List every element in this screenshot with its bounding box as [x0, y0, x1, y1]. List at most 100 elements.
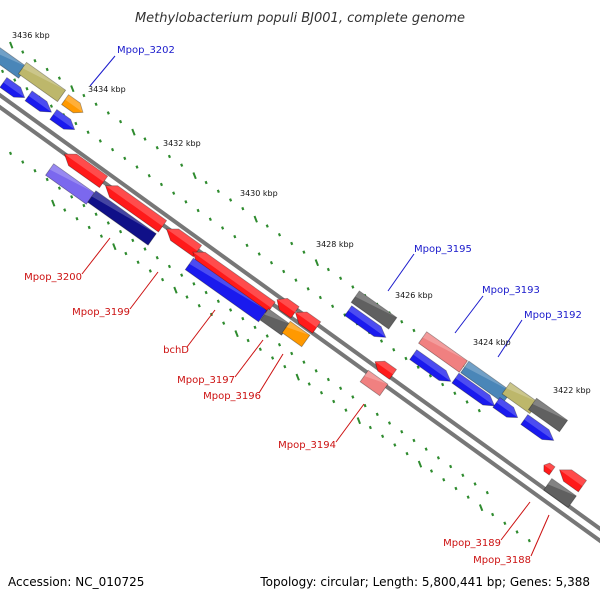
tick-dash — [387, 421, 392, 425]
tick-dash — [180, 273, 184, 277]
tick-dash — [229, 198, 233, 202]
feature-purple — [45, 163, 95, 205]
feature-orange — [281, 320, 311, 348]
tick-label: 3436 kbp — [12, 31, 50, 40]
tick-dash — [70, 195, 74, 199]
tick-dash — [253, 215, 258, 223]
feature-red — [276, 297, 300, 319]
gene-label: Mpop_3189 — [443, 538, 501, 549]
tick-dash — [245, 243, 249, 248]
tick-dash — [192, 172, 197, 180]
tick-dash — [491, 512, 495, 517]
feature-navy — [87, 190, 157, 246]
tick-dash — [412, 438, 416, 443]
tick-dash — [0, 69, 5, 74]
tick-dash — [343, 313, 347, 317]
tick-label: 3430 kbp — [240, 189, 278, 198]
tick-dash — [306, 287, 310, 291]
tick-dash — [269, 261, 274, 265]
tick-dash — [51, 199, 56, 207]
tick-dash — [453, 391, 457, 395]
tick-dash — [258, 347, 262, 351]
tick-dash — [331, 304, 335, 308]
leader-line — [81, 237, 111, 275]
tick-dash — [33, 59, 37, 63]
tick-dash — [282, 269, 286, 274]
tick-dash — [118, 119, 123, 124]
tick-label: 3432 kbp — [163, 139, 201, 148]
tick-dash — [417, 460, 423, 468]
tick-label: 3428 kbp — [316, 240, 354, 249]
tick-dash — [283, 364, 287, 369]
leader-line — [186, 309, 216, 348]
tick-dash — [70, 85, 75, 93]
tick-dash — [318, 295, 322, 300]
tick-dash — [400, 320, 404, 324]
tick-dash — [123, 156, 127, 161]
feature-blue — [184, 257, 268, 323]
feature-gray — [527, 397, 569, 433]
tick-dash — [135, 165, 139, 169]
tick-dash — [82, 93, 86, 98]
tick-dash — [9, 41, 14, 49]
tick-dash — [87, 225, 91, 230]
tick-dash — [351, 285, 355, 289]
tick-dash — [94, 102, 98, 106]
tick-dash — [45, 67, 49, 72]
feature-blue — [451, 372, 496, 407]
tick-dash — [94, 212, 98, 216]
gene-label: Mpop_3193 — [482, 285, 540, 296]
tick-dash — [429, 469, 434, 473]
tick-dash — [351, 395, 355, 399]
feature-khaki — [501, 381, 539, 415]
tick-label: 3424 kbp — [473, 338, 511, 347]
tick-dash — [515, 530, 519, 534]
tick-dash — [416, 365, 420, 369]
tick-dash — [196, 208, 200, 213]
tick-dash — [302, 360, 306, 364]
tick-dash — [265, 224, 269, 228]
feature-gray — [350, 290, 398, 330]
label-leader-lines — [81, 55, 550, 557]
tick-dash — [332, 399, 336, 404]
gene-label: Mpop_3196 — [203, 391, 261, 402]
feature-pink — [418, 331, 468, 373]
tick-dash — [477, 408, 481, 413]
feature-pink — [359, 369, 389, 397]
tick-dash — [307, 382, 311, 386]
topology-text: Topology: circular; Length: 5,800,441 bp… — [259, 575, 590, 589]
tick-dash — [106, 221, 110, 225]
tick-dash — [98, 139, 102, 143]
tick-dash — [45, 177, 49, 182]
gene-features — [0, 45, 588, 508]
leader-line — [89, 55, 116, 87]
tick-dash — [204, 180, 208, 185]
tick-dash — [197, 304, 201, 308]
feature-khaki — [17, 61, 67, 103]
map-title: Methylobacterium populi BJ001, complete … — [135, 11, 465, 26]
backbone-rail-outer — [0, 92, 600, 532]
tick-dash — [424, 447, 428, 451]
tick-dash — [204, 290, 208, 295]
tick-dash — [404, 356, 408, 361]
leader-line — [497, 319, 523, 358]
accession-text: Accession: NC_010725 — [8, 575, 144, 589]
tick-dash — [8, 151, 13, 156]
feature-red — [543, 462, 556, 476]
feature-red — [559, 469, 588, 493]
tick-dash — [339, 276, 343, 280]
tick-dash — [441, 382, 445, 387]
feature-blue — [24, 90, 53, 113]
tick-dash — [147, 174, 151, 178]
tick-dash — [86, 130, 90, 134]
tick-dash — [379, 339, 384, 343]
tick-dash — [57, 186, 61, 190]
tick-dash — [192, 282, 196, 286]
tick-dash — [454, 486, 458, 491]
tick-dash — [485, 490, 489, 495]
tick-dash — [180, 163, 184, 167]
tick-dash — [216, 299, 220, 303]
tick-dash — [82, 203, 86, 208]
tick-dash — [208, 217, 212, 221]
